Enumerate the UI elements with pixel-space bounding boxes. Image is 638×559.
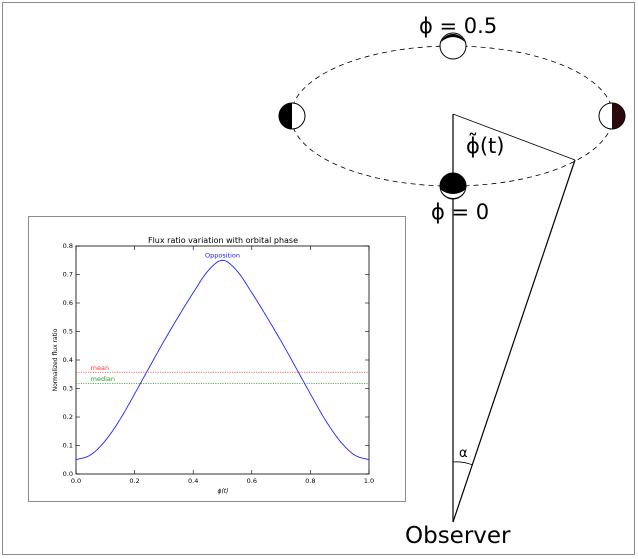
hline-label-mean: mean: [91, 364, 109, 372]
y-tick-label: 0.3: [63, 385, 73, 393]
planet-quarter-right: [598, 102, 626, 130]
planet-phase-half: [439, 32, 467, 60]
orbit-ellipse: [290, 45, 614, 187]
x-tick-label: 0.4: [188, 477, 198, 485]
annotation-opposition: Opposition: [205, 251, 240, 259]
x-tick-label: 0.0: [71, 477, 81, 485]
planet-phase-zero: [439, 172, 467, 200]
chart-xlabel: ϕ(t): [218, 488, 229, 495]
alpha-label: α: [459, 446, 468, 461]
y-tick-label: 0.8: [63, 242, 73, 250]
plot-area: [75, 245, 370, 475]
observer-planet-line: [452, 159, 576, 523]
y-tick-label: 0.4: [63, 356, 73, 364]
phase-angle-label: ϕ̃(t): [466, 134, 505, 158]
x-tick-label: 0.8: [305, 477, 315, 485]
y-tick-label: 0.1: [63, 442, 73, 450]
flux-chart: Flux ratio variation with orbital phase …: [52, 236, 374, 495]
flux-curve: [75, 259, 370, 461]
y-tick-label: 0.2: [63, 413, 73, 421]
hline-label-median: median: [91, 375, 115, 383]
y-tick-label: 0.5: [63, 328, 73, 336]
observer-label: Observer: [405, 523, 511, 549]
x-tick-label: 1.0: [364, 477, 374, 485]
alpha-arc: [452, 461, 474, 466]
chart-title: Flux ratio variation with orbital phase: [148, 236, 298, 245]
phase-half-label: ϕ = 0.5: [419, 14, 498, 38]
flux-chart-panel: Flux ratio variation with orbital phase …: [28, 216, 406, 502]
x-tick-label: 0.2: [129, 477, 139, 485]
y-tick-label: 0.6: [63, 299, 73, 307]
y-tick-label: 0.0: [63, 470, 73, 478]
planet-quarter-left: [278, 102, 306, 130]
x-tick-label: 0.6: [247, 477, 257, 485]
y-tick-label: 0.7: [63, 271, 73, 279]
chart-ylabel: Normalized flux ratio: [52, 328, 59, 391]
phase-radius-line: [452, 113, 576, 161]
phase-zero-label: ϕ = 0: [431, 200, 490, 224]
